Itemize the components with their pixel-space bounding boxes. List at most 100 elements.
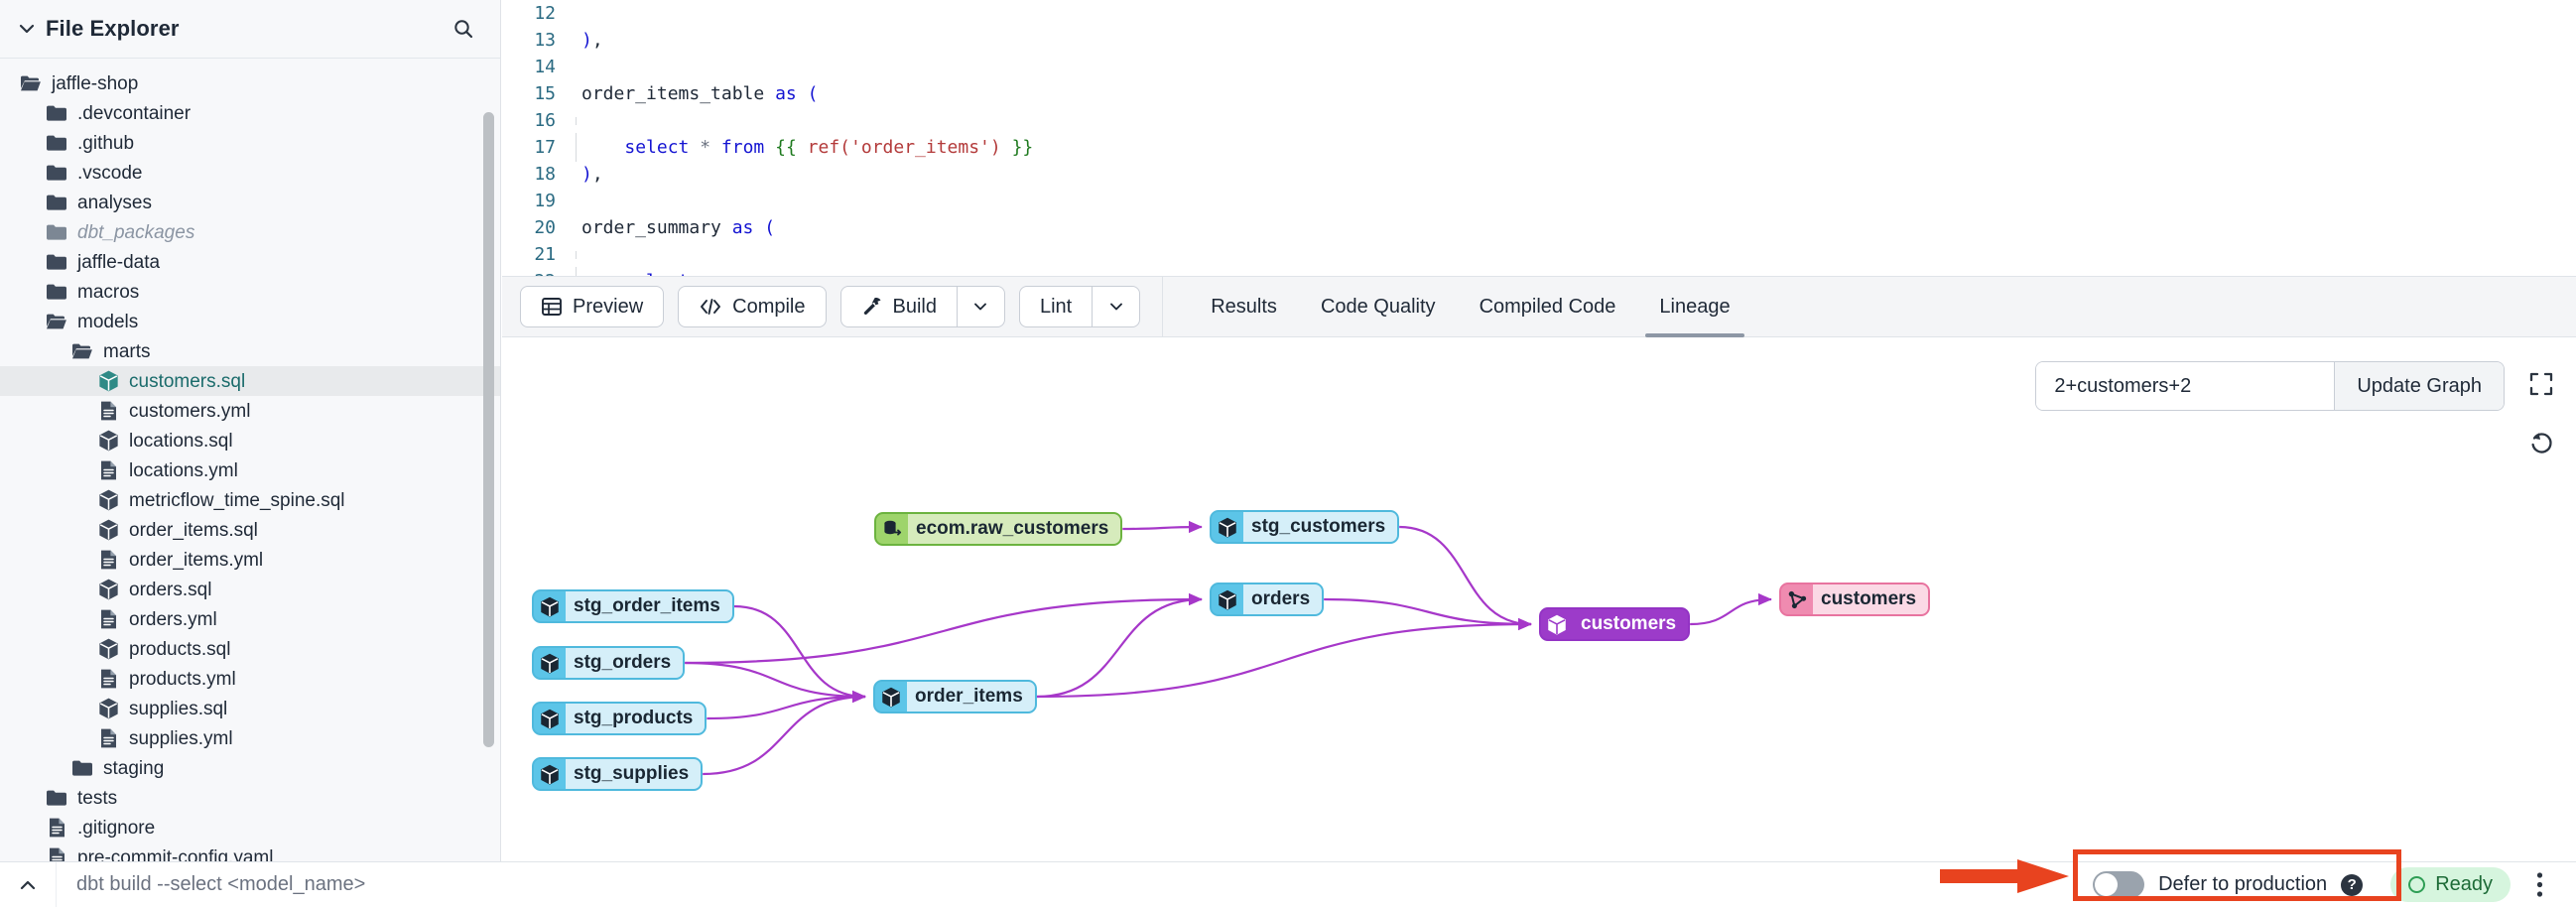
tree-item-order-items-sql[interactable]: order_items.sql xyxy=(0,515,500,545)
update-graph-button[interactable]: Update Graph xyxy=(2334,362,2504,410)
tree-item-metricflow-time-spine-sql[interactable]: metricflow_time_spine.sql xyxy=(0,485,500,515)
tree-item-label: jaffle-shop xyxy=(52,72,139,94)
tree-item--gitignore[interactable]: .gitignore xyxy=(0,813,500,842)
file-explorer-panel: File Explorer jaffle-shop.devcontainer.g… xyxy=(0,0,501,861)
lineage-node-label: customers xyxy=(1581,613,1677,634)
lineage-edge xyxy=(1324,597,1532,631)
expand-fullscreen-icon[interactable] xyxy=(2524,367,2558,401)
tree-item-tests[interactable]: tests xyxy=(0,783,500,813)
model-cube-icon xyxy=(534,591,566,621)
model-cube-icon xyxy=(1541,609,1573,639)
tree-item-locations-sql[interactable]: locations.sql xyxy=(0,426,500,455)
tree-item-orders-yml[interactable]: orders.yml xyxy=(0,604,500,634)
lint-dropdown-caret[interactable] xyxy=(1093,286,1141,327)
code-line[interactable]: 17 select * from {{ ref('order_items') }… xyxy=(502,133,2576,162)
lineage-node-customers[interactable]: customers xyxy=(1539,607,1691,641)
lineage-panel[interactable]: Update Graph xyxy=(502,337,2576,861)
code-line[interactable]: 13), xyxy=(502,27,2576,54)
tree-item-products-yml[interactable]: products.yml xyxy=(0,664,500,694)
model-cube-icon xyxy=(95,370,121,392)
code-line[interactable]: 18), xyxy=(502,161,2576,188)
tree-item--github[interactable]: .github xyxy=(0,128,500,158)
code-line[interactable]: 22 select xyxy=(502,267,2576,276)
tree-item-supplies-sql[interactable]: supplies.sql xyxy=(0,694,500,723)
code-line[interactable]: 16 xyxy=(502,107,2576,134)
tree-item-jaffle-shop[interactable]: jaffle-shop xyxy=(0,68,500,98)
folder-icon xyxy=(44,221,69,243)
tree-item-staging[interactable]: staging xyxy=(0,753,500,783)
model-cube-icon xyxy=(875,682,907,712)
lineage-node-order_items[interactable]: order_items xyxy=(873,680,1037,713)
code-line[interactable]: 14 xyxy=(502,54,2576,80)
lineage-edge xyxy=(1399,525,1532,631)
tab-code-quality[interactable]: Code Quality xyxy=(1320,295,1436,318)
tree-item-macros[interactable]: macros xyxy=(0,277,500,307)
search-icon[interactable] xyxy=(449,14,478,44)
tree-item-marts[interactable]: marts xyxy=(0,336,500,366)
defer-to-production-toggle[interactable] xyxy=(2093,871,2145,898)
graph-selector-input[interactable] xyxy=(2036,362,2335,410)
tree-item-label: models xyxy=(77,311,139,332)
folder-icon xyxy=(69,757,95,779)
tree-item-dbt-packages[interactable]: dbt_packages xyxy=(0,217,500,247)
tree-item--devcontainer[interactable]: .devcontainer xyxy=(0,98,500,128)
tree-item-label: analyses xyxy=(77,192,152,213)
line-number: 17 xyxy=(534,137,556,158)
tree-item-label: marts xyxy=(103,340,151,362)
tree-item-analyses[interactable]: analyses xyxy=(0,188,500,217)
question-mark-icon[interactable]: ? xyxy=(2341,873,2364,896)
folder-icon xyxy=(44,102,69,124)
build-dropdown-caret[interactable] xyxy=(957,286,1005,327)
tree-item-supplies-yml[interactable]: supplies.yml xyxy=(0,723,500,753)
lineage-node-stg_customers[interactable]: stg_customers xyxy=(1210,510,1400,544)
tree-item-locations-yml[interactable]: locations.yml xyxy=(0,455,500,485)
yaml-file-icon xyxy=(95,668,121,690)
code-line[interactable]: 19 xyxy=(502,188,2576,214)
lineage-edge xyxy=(1690,592,1772,626)
lineage-node-raw_customers[interactable]: ecom.raw_customers xyxy=(874,512,1123,546)
tree-item--vscode[interactable]: .vscode xyxy=(0,158,500,188)
tree-item-customers-yml[interactable]: customers.yml xyxy=(0,396,500,426)
lineage-node-stg_products[interactable]: stg_products xyxy=(532,702,708,735)
lineage-node-stg_supplies[interactable]: stg_supplies xyxy=(532,757,704,791)
tree-item-models[interactable]: models xyxy=(0,307,500,336)
results-tab-strip[interactable]: Results Code Quality Compiled Code Lineage xyxy=(1189,276,1751,337)
command-hint-text[interactable]: dbt build --select <model_name> xyxy=(56,861,2077,907)
tree-item-pre-commit-config-yaml[interactable]: pre-commit-config.yaml xyxy=(0,842,500,861)
line-number: 19 xyxy=(534,191,556,211)
line-number: 16 xyxy=(534,110,556,131)
model-cube-icon xyxy=(95,698,121,719)
preview-button[interactable]: Preview xyxy=(520,286,665,327)
tree-item-products-sql[interactable]: products.sql xyxy=(0,634,500,664)
defer-to-production-control[interactable]: Defer to production ? xyxy=(2077,865,2379,904)
chevron-down-icon[interactable] xyxy=(14,16,40,42)
more-vertical-icon[interactable] xyxy=(2516,862,2562,907)
tree-item-jaffle-data[interactable]: jaffle-data xyxy=(0,247,500,277)
compile-button[interactable]: Compile xyxy=(678,286,827,327)
tab-compiled-code[interactable]: Compiled Code xyxy=(1479,295,1616,318)
file-tree[interactable]: jaffle-shop .devcontainer.github.vscode an… xyxy=(0,59,500,861)
code-line[interactable]: 21 xyxy=(502,241,2576,268)
model-cube-icon xyxy=(95,489,121,511)
tree-item-label: locations.sql xyxy=(129,430,233,452)
lineage-node-orders[interactable]: orders xyxy=(1210,583,1325,616)
lineage-node-label: customers xyxy=(1813,584,1929,614)
tab-results[interactable]: Results xyxy=(1211,295,1277,318)
reset-rotate-icon[interactable] xyxy=(2524,425,2558,458)
tree-item-order-items-yml[interactable]: order_items.yml xyxy=(0,545,500,575)
lineage-node-exp_customers[interactable]: customers xyxy=(1779,583,1931,616)
tree-item-customers-sql[interactable]: customers.sql xyxy=(0,366,500,396)
lineage-node-stg_orders[interactable]: stg_orders xyxy=(532,646,686,680)
tree-item-orders-sql[interactable]: orders.sql xyxy=(0,575,500,604)
folder-icon xyxy=(44,281,69,303)
chevron-up-icon[interactable] xyxy=(0,862,56,907)
code-line[interactable]: 12 xyxy=(502,0,2576,27)
lineage-node-stg_order_items[interactable]: stg_order_items xyxy=(532,589,734,623)
lint-button[interactable]: Lint xyxy=(1018,286,1094,327)
tab-lineage[interactable]: Lineage xyxy=(1637,276,1751,337)
build-button[interactable]: Build xyxy=(839,286,958,327)
file-tree-scrollbar-thumb[interactable] xyxy=(483,112,494,747)
